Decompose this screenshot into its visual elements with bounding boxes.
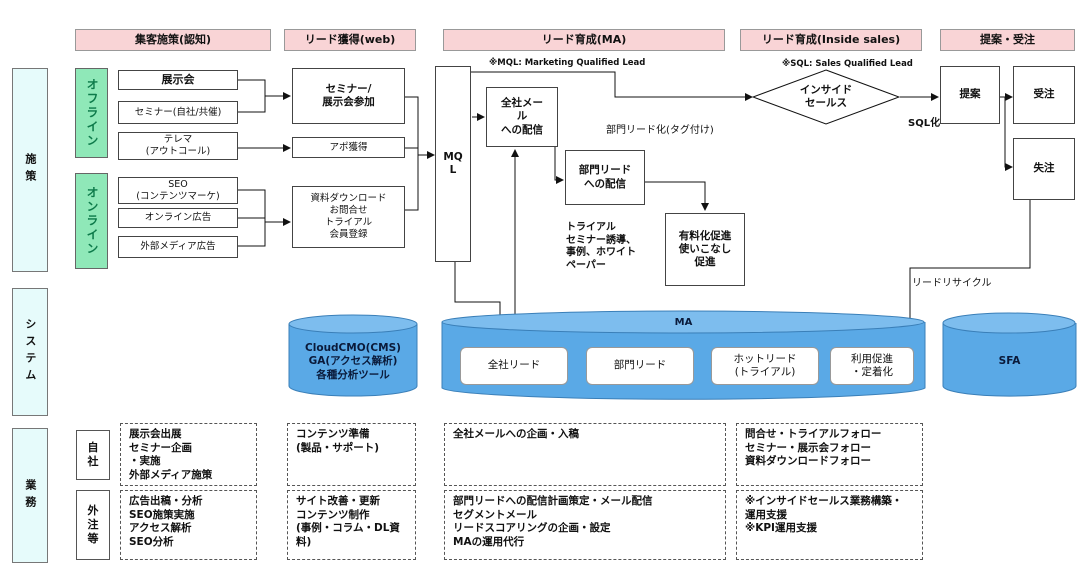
dept-mail-box: 部門リード への配信: [565, 150, 645, 205]
ma-item-hot-lead: ホットリード (トライアル): [711, 347, 819, 385]
channel-online: オンライン: [75, 173, 108, 269]
inside-sales-diamond: インサイド セールス: [752, 69, 900, 125]
offline-item-exhibition: 展示会: [118, 70, 238, 90]
ops-is-outsource: ※インサイドセールス業務構築・ 運用支援 ※KPI運用支援: [736, 490, 923, 560]
lead-seminar-box: セミナー/ 展示会参加: [292, 68, 405, 124]
lead-appointment-box: アポ獲得: [292, 137, 405, 158]
lead-docs-box: 資料ダウンロード お問合せ トライアル 会員登録: [292, 186, 405, 248]
trial-text: トライアル セミナー誘導、 事例、ホワイト ペーパー: [566, 222, 636, 271]
cms-label: CloudCMO(CMS) GA(アクセス解析) 各種分析ツール: [305, 342, 401, 381]
paid-promotion-box: 有料化促進 使いこなし 促進: [665, 213, 745, 286]
ops-awareness-outsource: 広告出稿・分析 SEO施策実施 アクセス解析 SEO分析: [120, 490, 257, 560]
ma-item-company-lead: 全社リード: [460, 347, 568, 385]
ops-web-outsource: サイト改善・更新 コンテンツ制作 (事例・コラム・DL資 料): [287, 490, 416, 560]
mql-box: MQ L: [435, 66, 471, 262]
ops-web-inhouse: コンテンツ準備 (製品・サポート): [287, 423, 416, 486]
side-label-operations: 業務: [12, 428, 48, 563]
lost-box: 失注: [1013, 138, 1075, 200]
diamond-shape: [752, 69, 900, 125]
ops-ma-outsource: 部門リードへの配信計画策定・メール配信 セグメントメール リードスコアリングの企…: [444, 490, 726, 560]
sfa-cylinder-shape: [942, 312, 1077, 397]
mql-note: ※MQL: Marketing Qualified Lead: [489, 58, 646, 68]
phase-lead-web: リード獲得(web): [284, 29, 416, 51]
ops-outsource-label: 外 注 等: [76, 490, 110, 560]
sql-note: ※SQL: Sales Qualified Lead: [782, 59, 913, 69]
ops-inhouse-label: 自 社: [76, 430, 110, 480]
cms-cylinder: CloudCMO(CMS) GA(アクセス解析) 各種分析ツール: [288, 314, 418, 398]
ops-awareness-inhouse: 展示会出展 セミナー企画 ・実施 外部メディア施策: [120, 423, 257, 486]
inside-sales-label: インサイド セールス: [799, 83, 853, 109]
online-item-online-ads: オンライン広告: [118, 208, 238, 228]
recycle-label: リードリサイクル: [912, 278, 992, 289]
phase-proposal: 提案・受注: [940, 29, 1075, 51]
sql-label: SQL化: [908, 118, 941, 129]
phase-nurture-ma: リード育成(MA): [443, 29, 725, 51]
phase-awareness: 集客施策(認知): [75, 29, 271, 51]
side-label-system: システム: [12, 288, 48, 416]
offline-item-seminar: セミナー(自社/共催): [118, 101, 238, 124]
ma-item-dept-lead: 部門リード: [586, 347, 694, 385]
side-label-measures: 施策: [12, 68, 48, 272]
ma-label: MA: [674, 316, 693, 328]
dept-tag-label: 部門リード化(タグ付け): [606, 125, 714, 136]
offline-item-telemarketing: テレマ (アウトコール): [118, 132, 238, 160]
propose-box: 提案: [940, 66, 1000, 124]
sfa-label: SFA: [998, 355, 1021, 368]
ops-ma-inhouse: 全社メールへの企画・入稿: [444, 423, 726, 486]
sfa-cylinder: SFA: [942, 312, 1077, 398]
ma-item-adoption: 利用促進 ・定着化: [830, 347, 914, 385]
ops-is-inhouse: 問合せ・トライアルフォロー セミナー・展示会フォロー 資料ダウンロードフォロー: [736, 423, 923, 486]
channel-offline: オフライン: [75, 68, 108, 158]
online-item-seo: SEO (コンテンツマーケ): [118, 177, 238, 204]
phase-nurture-is: リード育成(Inside sales): [740, 29, 922, 51]
won-box: 受注: [1013, 66, 1075, 124]
cms-cylinder-shape: [288, 314, 418, 397]
company-mail-box: 全社メー ル への配信: [486, 87, 558, 147]
online-item-media-ads: 外部メディア広告: [118, 236, 238, 258]
